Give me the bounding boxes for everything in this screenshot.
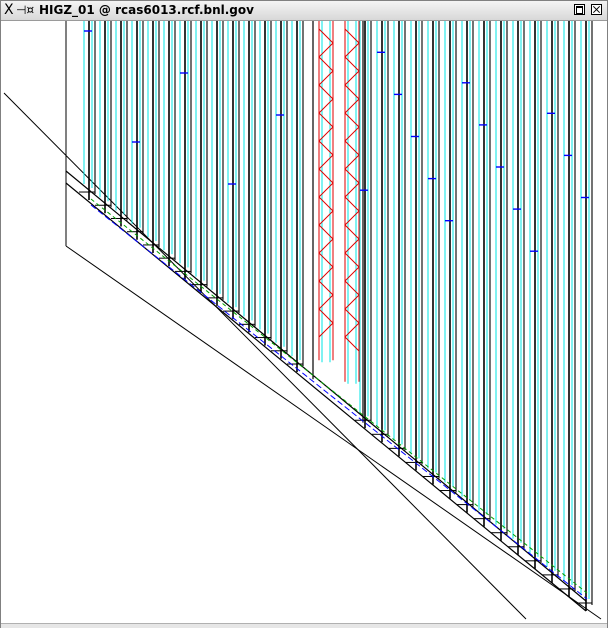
- inner-diagonal-line: [65, 182, 587, 612]
- zigzag-line: [344, 28, 360, 352]
- window-title: HIGZ_01 @ rcas6013.rcf.bnl.gov: [39, 3, 254, 17]
- zigzag-cells: [318, 21, 360, 382]
- graphics-canvas[interactable]: [1, 21, 607, 627]
- outer-boundary-line: [3, 92, 527, 620]
- layer-planes: [83, 21, 590, 599]
- x-logo-icon[interactable]: X: [4, 2, 14, 18]
- pin-icon[interactable]: ⊣¤: [16, 3, 35, 17]
- track-line: [90, 198, 588, 594]
- lower-boundary-line: [65, 245, 602, 620]
- detector-outline: [3, 21, 602, 620]
- title-bar[interactable]: X ⊣¤ HIGZ_01 @ rcas6013.rcf.bnl.gov: [1, 1, 607, 21]
- hit-markers: [84, 30, 589, 252]
- detector-drawing: [3, 21, 602, 620]
- zigzag-line: [318, 28, 334, 338]
- dashed-tracks: [90, 198, 588, 600]
- track-line: [90, 204, 588, 600]
- close-icon[interactable]: [591, 4, 602, 15]
- maximize-icon[interactable]: [574, 4, 585, 15]
- window-bottom-border: [1, 623, 607, 628]
